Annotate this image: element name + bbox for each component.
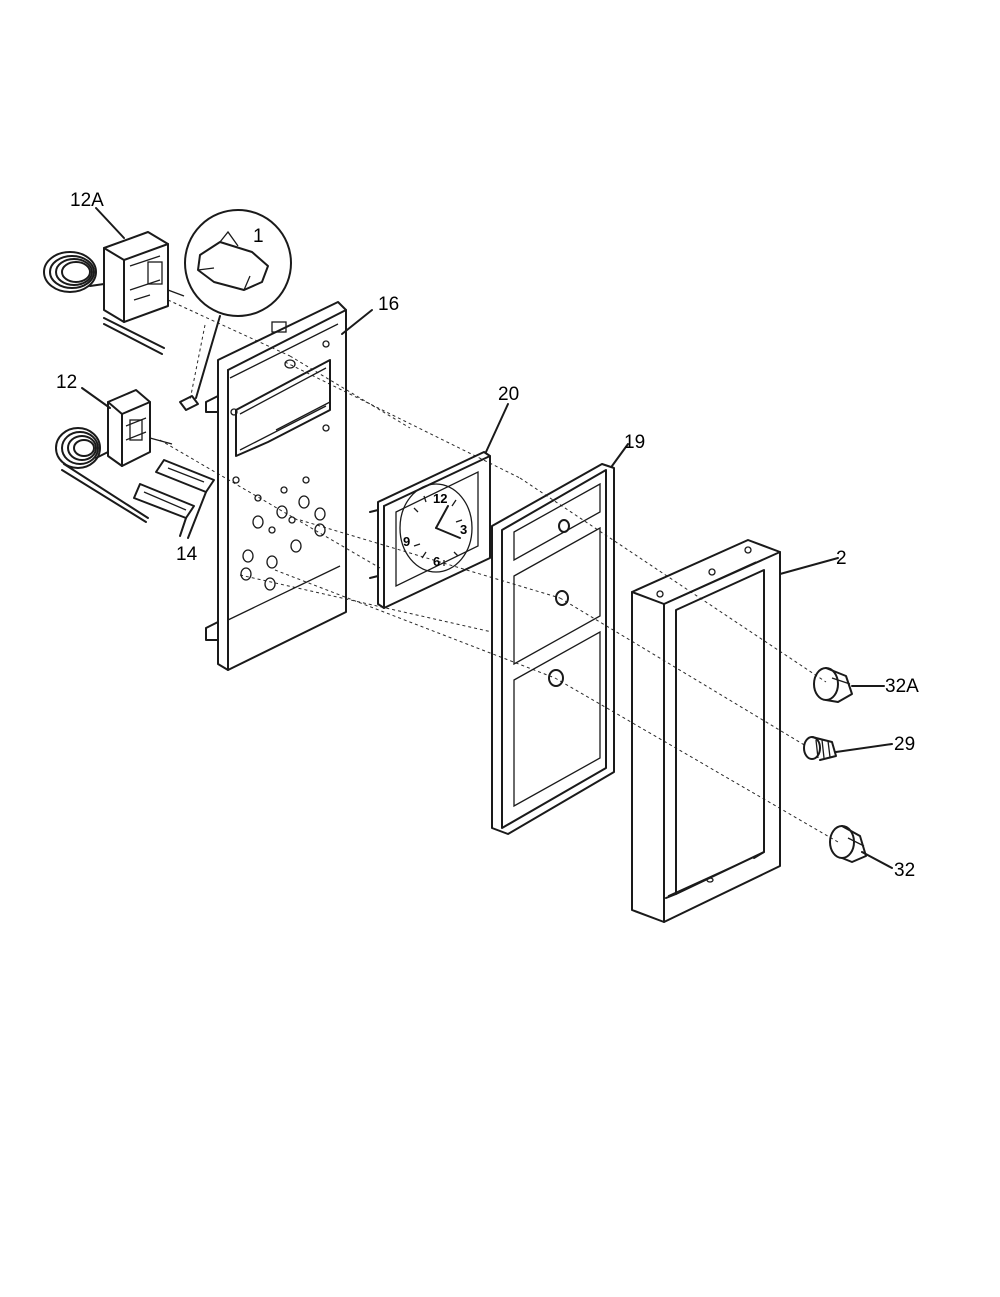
- callout-32: 32: [894, 860, 915, 881]
- callout-12: 12: [56, 372, 77, 393]
- callout-20: 20: [498, 384, 519, 405]
- clock-plate-20: 12 3 6 9: [369, 451, 491, 609]
- callout-16: 16: [378, 294, 399, 315]
- panel-overlay-19: [491, 463, 615, 835]
- clock-number-9: 9: [403, 534, 410, 549]
- switch-brackets-14: [133, 459, 215, 539]
- frame-2: [631, 539, 781, 923]
- clock-number-12: 12: [433, 491, 447, 506]
- knob-32a: [813, 667, 853, 703]
- callout-12a: 12A: [70, 190, 104, 211]
- callout-2: 2: [836, 548, 847, 569]
- thermostat-12: [55, 389, 173, 523]
- callout-labels: 12A 1 16 12 14 20 19 2 32A 29 32: [56, 190, 919, 881]
- knob-32: [829, 825, 867, 863]
- control-panel-16: [205, 301, 347, 671]
- knob-29: [803, 736, 837, 761]
- callout-19: 19: [624, 432, 645, 453]
- alignment-lines: [159, 299, 839, 843]
- callout-1: 1: [253, 226, 264, 247]
- callout-29: 29: [894, 734, 915, 755]
- clock-number-6: 6: [433, 554, 440, 569]
- leader-lines: [81, 207, 893, 869]
- thermostat-12a: [43, 231, 185, 355]
- callout-14: 14: [176, 544, 198, 565]
- clock-number-3: 3: [460, 522, 467, 537]
- detail-circle-1: [179, 209, 292, 411]
- callout-32a: 32A: [885, 676, 919, 697]
